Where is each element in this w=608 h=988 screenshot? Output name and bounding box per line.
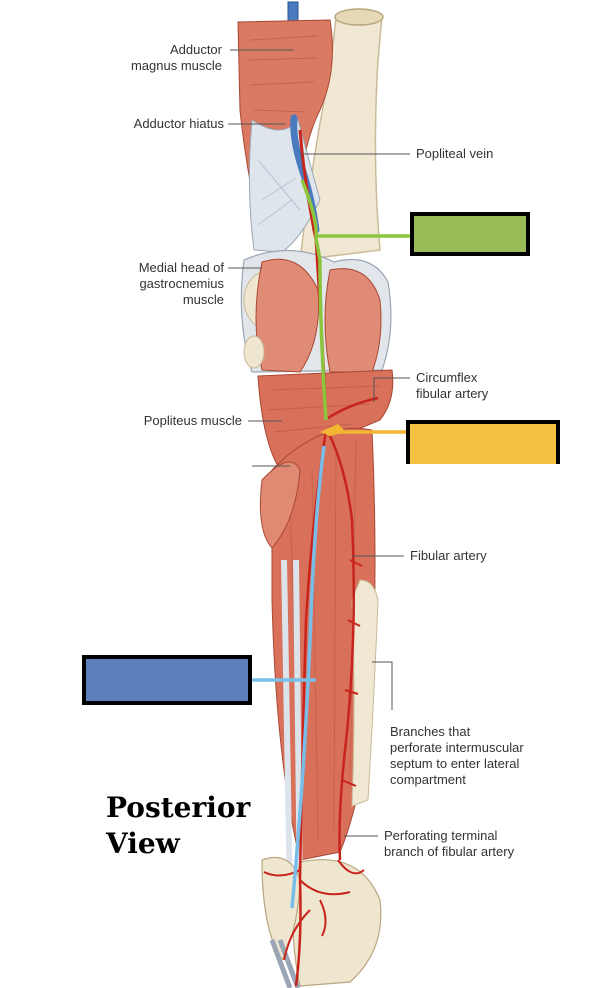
- leader-lines: [228, 49, 410, 837]
- label-line: magnus muscle: [130, 58, 222, 73]
- view-title-line: Posterior: [106, 791, 251, 824]
- label-branches-perforate: Branches that perforate intermuscular se…: [390, 724, 524, 788]
- circumflex-fibular-vessel: [327, 396, 379, 420]
- gastrocnemius-lateral-head: [324, 268, 382, 373]
- green-pointer-line: [300, 179, 328, 421]
- answer-box-blue[interactable]: [82, 655, 252, 705]
- label-line: Medial head of: [138, 260, 224, 275]
- fibula-bone: [351, 579, 379, 807]
- calcaneus-bone: [292, 859, 382, 987]
- label-circumflex-fibular-artery: Circumflex fibular artery: [416, 370, 488, 402]
- label-medial-head-gastrocnemius: Medial head of gastrocnemius muscle: [100, 260, 224, 308]
- label-perforating-terminal-branch: Perforating terminal branch of fibular a…: [384, 828, 514, 860]
- label-line: perforate intermuscular: [390, 740, 524, 755]
- label-line: Adductor: [169, 42, 222, 57]
- vessel-stub: [287, 1, 299, 23]
- answer-box-yellow[interactable]: [406, 420, 560, 464]
- view-title-line: View: [106, 827, 180, 860]
- gastrocnemius-medial-head: [255, 258, 320, 373]
- label-line: branch of fibular artery: [384, 844, 515, 859]
- label-line: gastrocnemius: [139, 276, 224, 291]
- label-line: septum to enter lateral: [390, 756, 520, 771]
- label-line: compartment: [390, 772, 466, 787]
- label-adductor-hiatus: Adductor hiatus: [133, 116, 224, 131]
- label-popliteal-vein: Popliteal vein: [416, 146, 494, 161]
- femur-cut-end: [334, 8, 384, 26]
- label-popliteus-muscle: Popliteus muscle: [143, 413, 242, 428]
- answer-box-green[interactable]: [410, 212, 530, 256]
- label-line: Branches that: [390, 724, 471, 739]
- label-line: fibular artery: [416, 386, 489, 401]
- view-title: Posterior View: [106, 790, 250, 862]
- label-adductor-magnus: Adductor magnus muscle: [110, 42, 222, 74]
- label-fibular-artery: Fibular artery: [410, 548, 487, 563]
- label-line: muscle: [182, 292, 224, 307]
- fibular-artery-vessel: [328, 435, 356, 861]
- label-line: Perforating terminal: [384, 828, 498, 843]
- soleus-flap: [259, 461, 301, 549]
- label-line: Circumflex: [416, 370, 478, 385]
- blue-pointer-line: [290, 445, 326, 909]
